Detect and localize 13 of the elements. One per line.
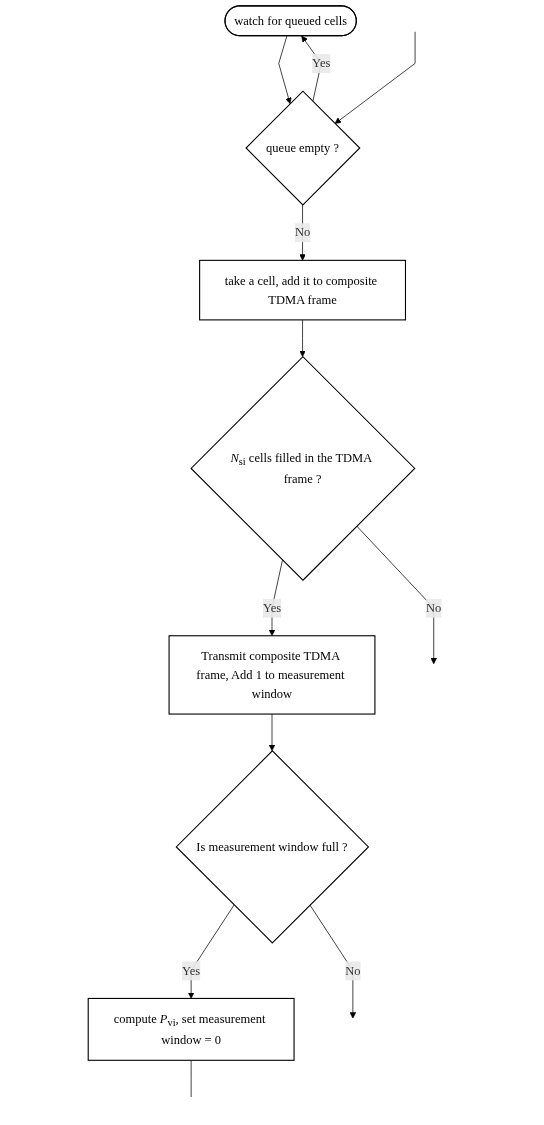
edge-label: No	[426, 600, 442, 615]
node-diamond: queue empty ?	[245, 90, 361, 206]
edge-label: Yes	[262, 600, 282, 615]
node-box: take a cell, add it to composite TDMA frame	[199, 259, 407, 321]
node-box: compute P$_{vi}$, set measurement window = 0	[87, 997, 295, 1061]
edge-label: No	[345, 963, 361, 978]
connector	[190, 1059, 192, 1098]
edge-label: Yes	[182, 963, 201, 978]
node-box: Transmit composite TDMA frame, Add 1 to measurement window	[168, 635, 376, 715]
node-diamond: N$_{si}$ cells filled in the TDMA frame ?	[190, 355, 416, 582]
edge-label: Yes	[312, 56, 331, 71]
edge-label: No	[294, 225, 311, 240]
node-diamond: Is measurement window full ?	[175, 750, 370, 944]
